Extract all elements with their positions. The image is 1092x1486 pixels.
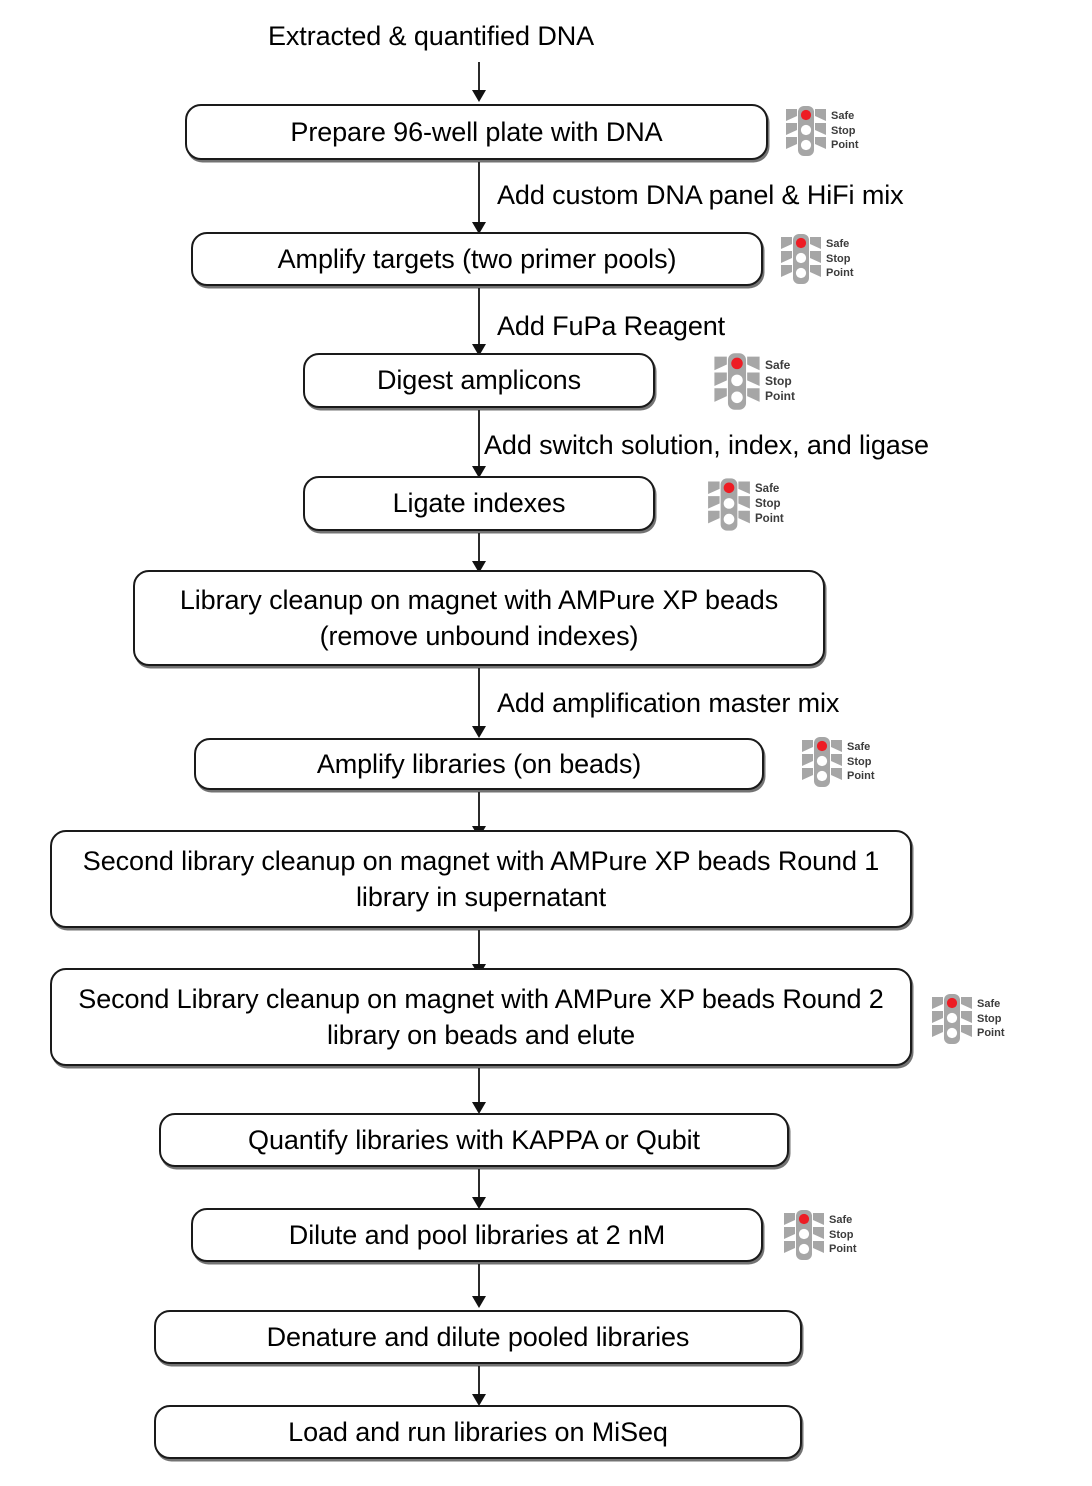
safe-stop-point-text: Safe Stop Point bbox=[829, 1213, 857, 1257]
safe-stop-point-second-cleanup-round2: Safe Stop Point bbox=[930, 992, 1005, 1046]
safe-stop-line-1: Safe bbox=[765, 357, 791, 372]
safe-stop-line-3: Point bbox=[847, 770, 875, 783]
node-prepare-plate[interactable]: Prepare 96-well plate with DNA bbox=[185, 104, 768, 160]
safe-stop-line-2: Stop bbox=[977, 1012, 1002, 1025]
node-amplify-libraries[interactable]: Amplify libraries (on beads) bbox=[194, 738, 764, 790]
safe-stop-line-1: Safe bbox=[826, 238, 850, 251]
safe-stop-line-2: Stop bbox=[831, 124, 856, 137]
safe-stop-point-prepare-plate: Safe Stop Point bbox=[784, 104, 859, 158]
safe-stop-point-amplify-libraries: Safe Stop Point bbox=[800, 735, 875, 789]
safe-stop-line-1: Safe bbox=[847, 741, 871, 754]
safe-stop-line-1: Safe bbox=[831, 110, 855, 123]
safe-stop-line-3: Point bbox=[831, 139, 859, 152]
safe-stop-point-text: Safe Stop Point bbox=[826, 237, 854, 281]
node-library-cleanup[interactable]: Library cleanup on magnet with AMPure XP… bbox=[133, 570, 825, 666]
node-label: Denature and dilute pooled libraries bbox=[266, 1321, 690, 1352]
safe-stop-point-dilute-pool: Safe Stop Point bbox=[782, 1208, 857, 1262]
node-label: Ligate indexes bbox=[392, 488, 566, 519]
node-ligate-indexes[interactable]: Ligate indexes bbox=[303, 476, 655, 531]
node-label: Second library cleanup on magnet with AM… bbox=[82, 845, 880, 912]
node-label: Digest amplicons bbox=[377, 365, 581, 396]
safe-stop-point-text: Safe Stop Point bbox=[765, 358, 795, 406]
safe-stop-line-1: Safe bbox=[829, 1214, 853, 1227]
node-second-cleanup-round2[interactable]: Second Library cleanup on magnet with AM… bbox=[50, 968, 912, 1066]
safe-stop-line-3: Point bbox=[755, 513, 784, 526]
node-denature-dilute[interactable]: Denature and dilute pooled libraries bbox=[154, 1310, 802, 1364]
node-second-cleanup-round1[interactable]: Second library cleanup on magnet with AM… bbox=[50, 830, 912, 928]
node-load-run[interactable]: Load and run libraries on MiSeq bbox=[154, 1405, 802, 1459]
edge-label-3: Add switch solution, index, and ligase bbox=[484, 430, 929, 460]
safe-stop-point-amplify-targets: Safe Stop Point bbox=[779, 232, 854, 286]
traffic-light-icon bbox=[781, 234, 821, 284]
node-dilute-pool[interactable]: Dilute and pool libraries at 2 nM bbox=[191, 1208, 763, 1262]
safe-stop-point-text: Safe Stop Point bbox=[755, 482, 784, 528]
node-label: Second Library cleanup on magnet with AM… bbox=[78, 983, 884, 1050]
safe-stop-line-2: Stop bbox=[847, 755, 872, 768]
traffic-light-icon bbox=[708, 478, 750, 531]
safe-stop-line-1: Safe bbox=[755, 482, 780, 495]
edge-label-2: Add FuPa Reagent bbox=[497, 311, 726, 341]
safe-stop-line-3: Point bbox=[765, 389, 795, 404]
node-label: Quantify libraries with KAPPA or Qubit bbox=[248, 1124, 700, 1155]
safe-stop-line-3: Point bbox=[826, 267, 854, 280]
node-label: Prepare 96-well plate with DNA bbox=[290, 116, 663, 147]
edge-label-4: Add amplification master mix bbox=[497, 688, 840, 718]
safe-stop-line-3: Point bbox=[829, 1243, 857, 1256]
safe-stop-line-2: Stop bbox=[765, 373, 792, 388]
traffic-light-icon bbox=[714, 353, 760, 410]
node-quantify-libraries[interactable]: Quantify libraries with KAPPA or Qubit bbox=[159, 1113, 789, 1167]
edge-label-1: Add custom DNA panel & HiFi mix bbox=[497, 180, 904, 210]
node-label: Load and run libraries on MiSeq bbox=[288, 1416, 668, 1447]
safe-stop-point-text: Safe Stop Point bbox=[977, 997, 1005, 1041]
safe-stop-point-text: Safe Stop Point bbox=[831, 109, 859, 153]
safe-stop-point-ligate-indexes: Safe Stop Point bbox=[706, 476, 784, 533]
safe-stop-line-2: Stop bbox=[826, 252, 851, 265]
node-label: Dilute and pool libraries at 2 nM bbox=[288, 1219, 666, 1250]
node-label: Library cleanup on magnet with AMPure XP… bbox=[179, 584, 779, 651]
node-label: Amplify libraries (on beads) bbox=[316, 748, 642, 779]
safe-stop-line-3: Point bbox=[977, 1027, 1005, 1040]
node-amplify-targets[interactable]: Amplify targets (two primer pools) bbox=[191, 232, 763, 286]
safe-stop-line-1: Safe bbox=[977, 998, 1001, 1011]
traffic-light-icon bbox=[802, 737, 842, 787]
node-digest-amplicons[interactable]: Digest amplicons bbox=[303, 353, 655, 408]
safe-stop-line-2: Stop bbox=[829, 1228, 854, 1241]
traffic-light-icon bbox=[784, 1210, 824, 1260]
safe-stop-line-2: Stop bbox=[755, 497, 781, 510]
node-label: Amplify targets (two primer pools) bbox=[277, 243, 677, 274]
traffic-light-icon bbox=[932, 994, 972, 1044]
safe-stop-point-digest-amplicons: Safe Stop Point bbox=[712, 351, 795, 412]
start-caption: Extracted & quantified DNA bbox=[268, 21, 595, 51]
traffic-light-icon bbox=[786, 106, 826, 156]
safe-stop-point-text: Safe Stop Point bbox=[847, 740, 875, 784]
